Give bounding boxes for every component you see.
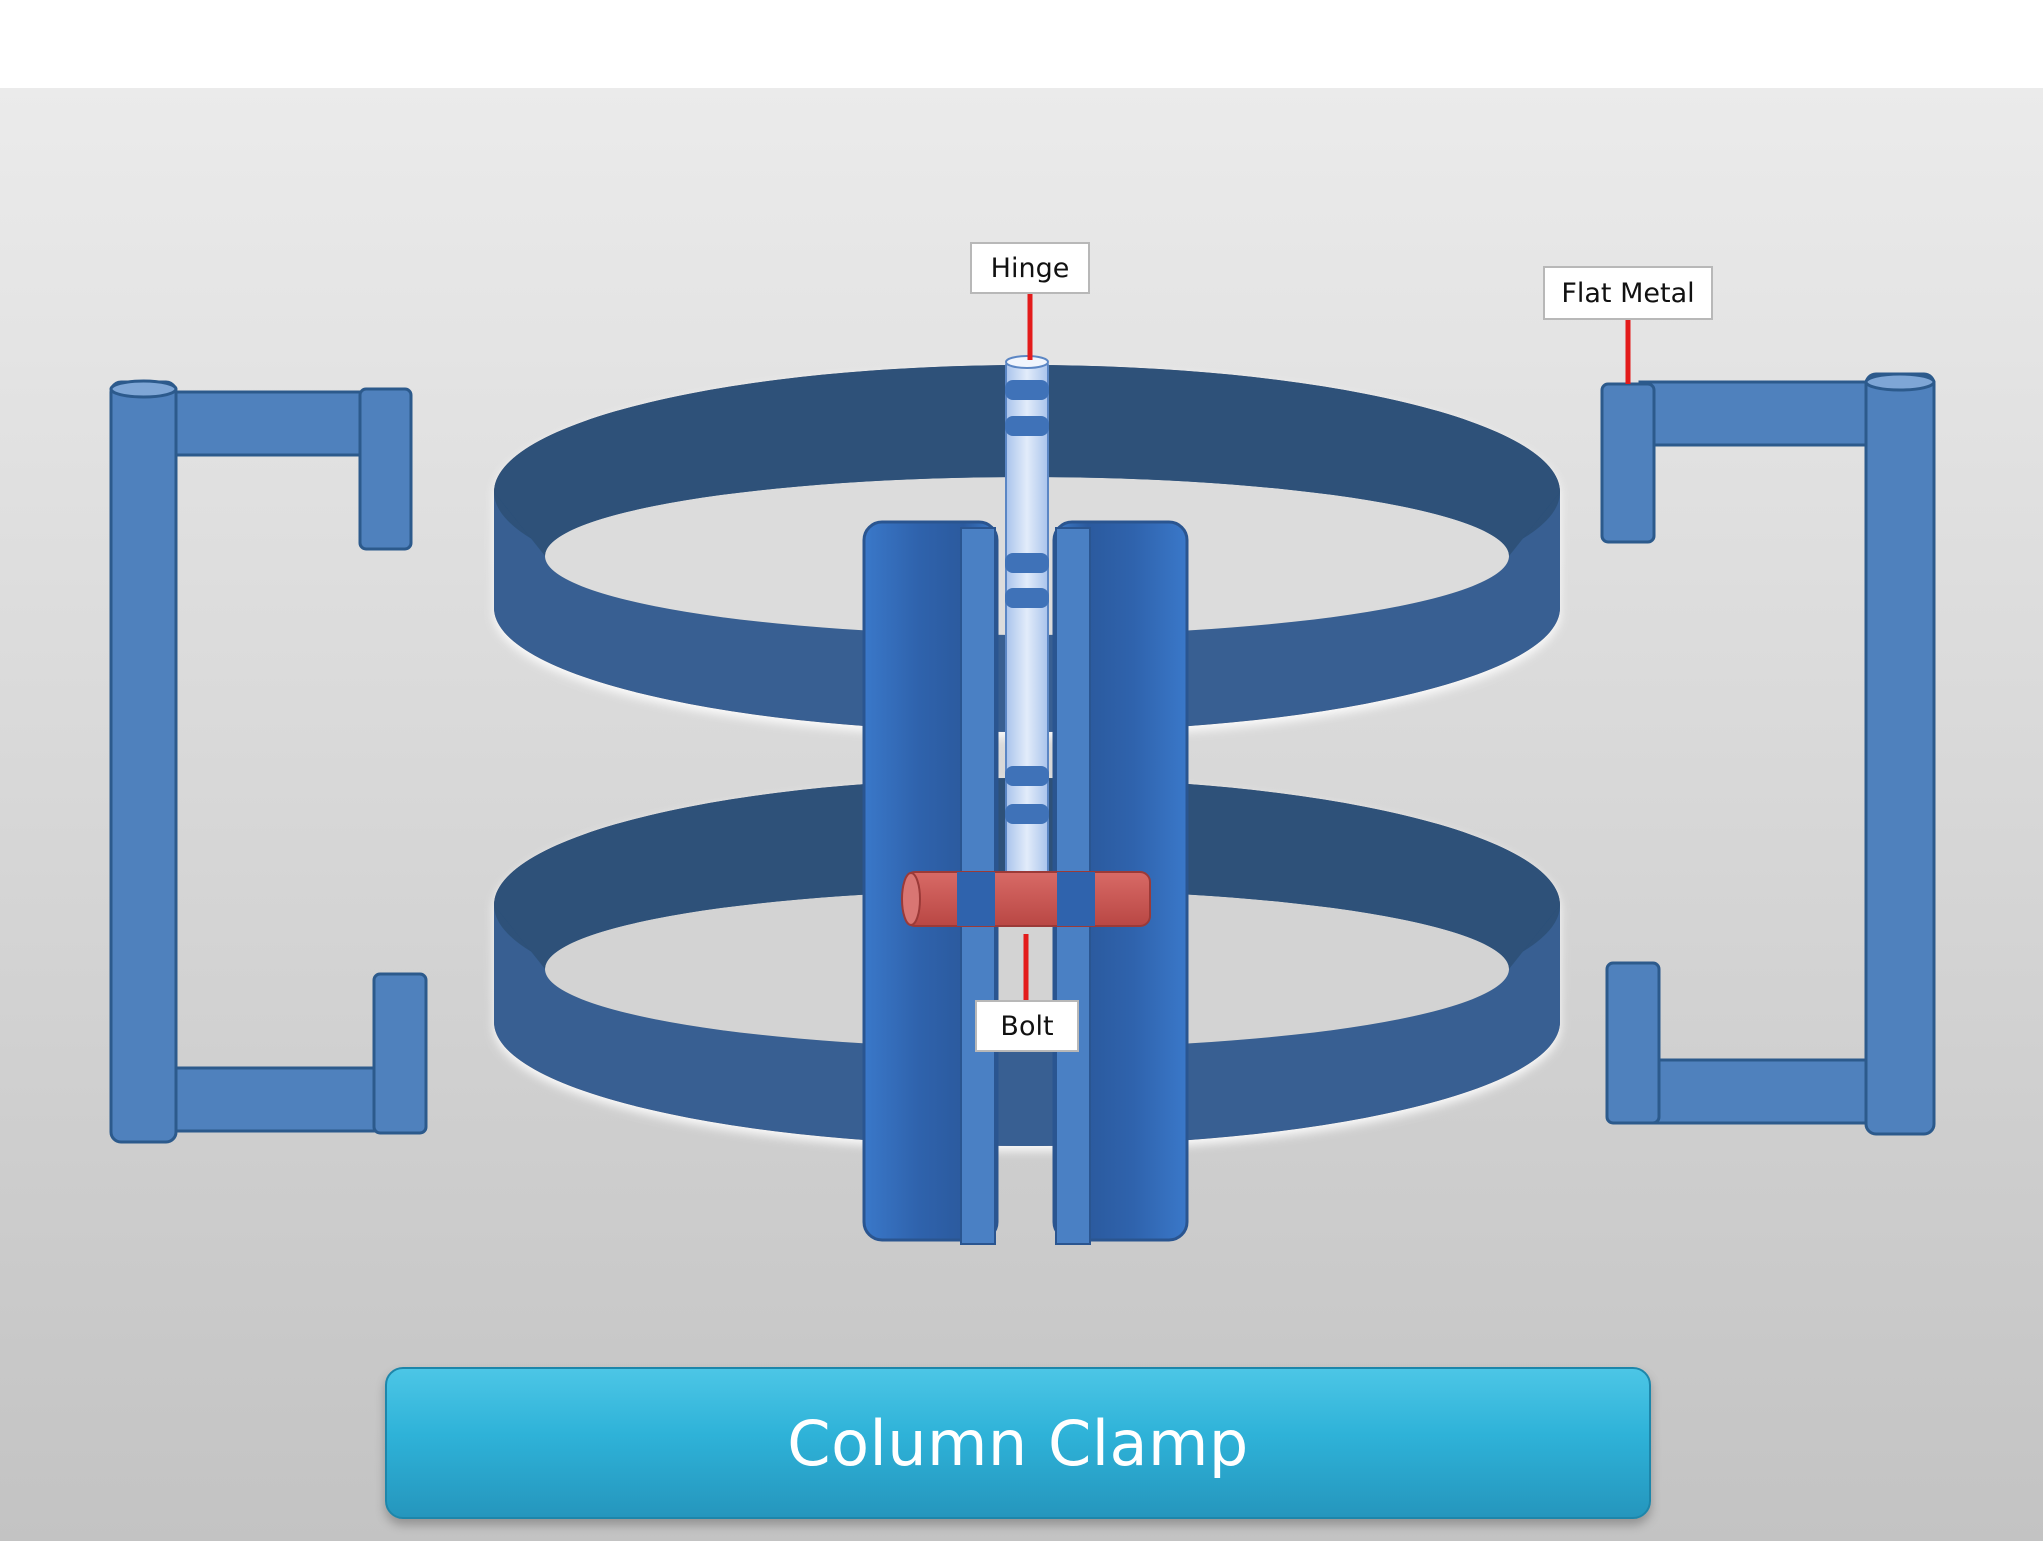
- slide-top-strip: [0, 0, 2043, 88]
- flat-metal-label: Flat Metal: [1543, 266, 1713, 320]
- bolt-shaft: [904, 871, 1151, 927]
- right-bracket-cylinder-top: [1864, 372, 1936, 392]
- hinge-knuckles: [1005, 380, 1049, 824]
- title-banner: Column Clamp: [385, 1367, 1651, 1519]
- left-bracket-cylinder-top: [109, 379, 178, 399]
- right-bracket-cylinder: [1864, 372, 1936, 1136]
- right-bracket-bottom-arm: [1648, 1058, 1872, 1125]
- hinge-pin: [1005, 355, 1049, 881]
- bolt: [901, 871, 1151, 927]
- left-bracket-bottom-tab: [372, 972, 428, 1135]
- hinge-knuckle: [1005, 380, 1049, 400]
- hinge-knuckle: [1005, 766, 1049, 786]
- bolt-gap-left: [957, 872, 995, 926]
- left-bracket-bottom-arm: [168, 1066, 382, 1133]
- right-bracket-top-tab: [1600, 382, 1656, 544]
- hinge-knuckle: [1005, 416, 1049, 436]
- hinge-knuckle: [1005, 804, 1049, 824]
- hinge-pin-shaft: [1005, 359, 1049, 881]
- bolt-label: Bolt: [975, 1000, 1079, 1052]
- hinge-knuckle: [1005, 588, 1049, 608]
- right-bracket: [1600, 372, 1936, 1136]
- bolt-end: [901, 872, 921, 926]
- slide-title: Column Clamp: [787, 1406, 1249, 1480]
- bolt-gap-right: [1057, 872, 1095, 926]
- left-bracket: [109, 379, 428, 1144]
- left-bracket-top-tab: [358, 387, 413, 551]
- right-bracket-bottom-tab: [1605, 961, 1661, 1125]
- hinge-label: Hinge: [970, 242, 1090, 294]
- right-bracket-top-arm: [1638, 380, 1872, 447]
- hinge-knuckle: [1005, 553, 1049, 573]
- hinge-pin-top: [1005, 355, 1049, 369]
- left-bracket-cylinder: [109, 380, 178, 1144]
- left-bracket-top-arm: [168, 390, 372, 457]
